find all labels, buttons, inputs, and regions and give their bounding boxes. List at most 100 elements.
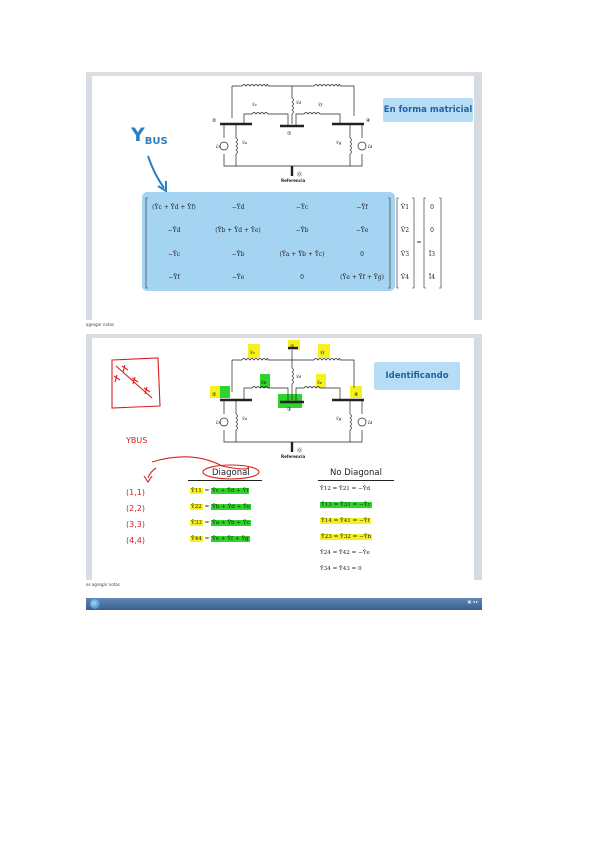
nodiag-row-6: Ȳ34 = Ȳ43 = 0 [320, 566, 362, 572]
tray-icons: ▦ ◂ ▸ [468, 599, 478, 604]
svg-text:Ī3: Ī3 [215, 420, 221, 425]
svg-text:Ȳa: Ȳa [242, 140, 248, 145]
hl-node1 [288, 340, 300, 350]
reference-label-2: Referencia [281, 454, 306, 459]
slide-canvas: ② ① ④ ⓪ Ȳc Ȳf Ȳd Ȳa Ȳg Ī3 Ī4 Referencia … [92, 76, 474, 320]
left-pane-2 [86, 338, 92, 580]
screenshot-slide-2: ② ① ③ ④ ⓪ Ȳc Ȳf Ȳd Ȳb Ȳe Ȳa Ȳg Ī3 Ī4 Ref… [86, 334, 482, 580]
svg-text:Ȳb: Ȳb [261, 380, 267, 385]
voltage-1: V̄1 [400, 204, 410, 211]
hl-node2 [218, 386, 230, 398]
handwritten-ybus: YBUS [126, 436, 148, 445]
matrix-cell-2-2: (Ȳb + Ȳd + Ȳe) [215, 227, 261, 234]
matrix-cell-3-4: 0 [360, 251, 364, 258]
svg-text:①: ① [290, 344, 295, 350]
notes-caption-2[interactable]: es agregar notas [86, 582, 120, 587]
svg-text:Ȳa: Ȳa [242, 416, 248, 421]
hl-yf [318, 344, 330, 358]
equals-sign: = [416, 239, 422, 246]
diag-row-2: Ȳ22 = Ȳb + Ȳd + Ȳe [190, 504, 252, 510]
scrollbar[interactable] [474, 76, 482, 320]
diag-rhs-1: Ȳc + Ȳd + Ȳf [211, 488, 250, 494]
chrome-icon[interactable] [90, 599, 100, 609]
index-3-3: (3,3) [126, 520, 145, 529]
matrix-cell-1-3: −Ȳc [295, 204, 309, 211]
hl-yc [248, 344, 260, 358]
hl-node4 [350, 386, 362, 398]
no-diagonal-underline [318, 480, 394, 481]
matrix-cell-2-3: −Ȳb [295, 227, 309, 234]
nodiag-row-3: Ȳ14 = Ȳ41 = −Ȳf [320, 518, 371, 524]
ybus-title: YBUS [131, 124, 168, 147]
svg-text:Ȳc: Ȳc [250, 350, 256, 355]
scrollbar-2[interactable] [474, 338, 482, 580]
svg-text:①: ① [287, 131, 292, 137]
matrix-cell-4-2: −Ȳe [231, 274, 245, 281]
matrix-cell-2-1: −Ȳd [167, 227, 181, 234]
matrix-cell-2-4: −Ȳe [355, 227, 369, 234]
matrix-cell-1-2: −Ȳd [231, 204, 245, 211]
callout-identifying: Identificando [374, 362, 460, 390]
matrix-cell-1-1: (Ȳc + Ȳd + Ȳf) [152, 204, 196, 211]
nodiag-row-4: Ȳ23 = Ȳ32 = −Ȳb [320, 534, 373, 540]
svg-text:⓪: ⓪ [297, 447, 302, 454]
current-1: 0 [430, 204, 434, 211]
ybus-sub: BUS [144, 136, 168, 147]
svg-text:⓪: ⓪ [297, 171, 302, 178]
diag-row-1: Ȳ11 = Ȳc + Ȳd + Ȳf [190, 488, 250, 494]
current-3: Ī3 [428, 251, 436, 258]
matrix-brackets [145, 197, 442, 289]
taskbar: ▦ ◂ ▸ [86, 598, 482, 610]
diag-lhs-4: Ȳ44 [190, 536, 203, 542]
svg-text:Ȳc: Ȳc [252, 102, 258, 107]
hl-ye [316, 374, 326, 388]
matrix-cell-4-1: −Ȳf [168, 274, 180, 281]
matrix-cell-1-4: −Ȳf [356, 204, 368, 211]
svg-text:④: ④ [366, 118, 371, 124]
diag-lhs-2: Ȳ22 [190, 504, 203, 510]
diagonal-heading: Diagonal [212, 468, 250, 478]
svg-text:Ī4: Ī4 [367, 420, 373, 425]
voltage-3: V̄3 [400, 251, 410, 258]
svg-text:Ī4: Ī4 [367, 144, 373, 149]
diagonal-underline [188, 480, 262, 481]
svg-text:Ȳd: Ȳd [296, 374, 302, 379]
slide-canvas-2: ② ① ③ ④ ⓪ Ȳc Ȳf Ȳd Ȳb Ȳe Ȳa Ȳg Ī3 Ī4 Ref… [92, 338, 474, 580]
matrix-cell-3-3: (Ȳa + Ȳb + Ȳc) [279, 251, 325, 258]
circuit-diagram-2: ② ① ③ ④ ⓪ Ȳc Ȳf Ȳd Ȳb Ȳe Ȳa Ȳg Ī3 Ī4 [212, 344, 373, 454]
svg-text:Ȳg: Ȳg [336, 416, 342, 421]
reference-label: Referencia [281, 178, 306, 183]
handwritten-matrix-sketch [111, 357, 260, 483]
current-4: Ī4 [428, 274, 436, 281]
arrow-icon [147, 155, 167, 193]
index-1-1: (1,1) [126, 488, 145, 497]
voltage-2: V̄2 [400, 227, 410, 234]
ybus-main: Y [131, 124, 145, 146]
start-icon[interactable]: ▦ ◂ ▸ [467, 599, 478, 604]
svg-text:④: ④ [354, 392, 359, 398]
diag-rhs-3: Ȳa + Ȳb + Ȳc [211, 520, 251, 526]
nodiag-row-2: Ȳ13 = Ȳ31 = −Ȳc [320, 502, 372, 508]
matrix-cell-4-4: (Ȳe + Ȳf + Ȳg) [340, 274, 384, 281]
hl-yb [260, 374, 270, 388]
nodiag-row-5: Ȳ24 = Ȳ42 = −Ȳe [320, 550, 370, 556]
svg-text:③: ③ [287, 407, 291, 413]
diag-lhs-1: Ȳ11 [190, 488, 203, 494]
hl-node2-yellow [210, 386, 220, 398]
screenshot-slide-1: ② ① ④ ⓪ Ȳc Ȳf Ȳd Ȳa Ȳg Ī3 Ī4 Referencia … [86, 72, 482, 320]
svg-text:Ȳd: Ȳd [296, 100, 302, 105]
voltage-4: V̄4 [400, 274, 410, 281]
svg-text:②: ② [212, 392, 217, 398]
left-pane [86, 76, 92, 320]
matrix-cell-3-1: −Ȳc [167, 251, 181, 258]
nodiag-row-1: Ȳ12 = Ȳ21 = −Ȳd [320, 486, 371, 492]
callout-matrix-form: En forma matricial [383, 98, 473, 122]
matrix-cell-3-2: −Ȳb [231, 251, 245, 258]
circuit-diagram: ② ① ④ ⓪ Ȳc Ȳf Ȳd Ȳa Ȳg Ī3 Ī4 [212, 84, 373, 178]
current-2: 0 [430, 227, 434, 234]
no-diagonal-heading: No Diagonal [330, 468, 382, 478]
svg-text:Ȳf: Ȳf [320, 350, 326, 355]
svg-text:②: ② [212, 118, 217, 124]
ybus-matrix-highlight [142, 192, 395, 291]
notes-caption-1[interactable]: agregar notas [86, 322, 114, 327]
